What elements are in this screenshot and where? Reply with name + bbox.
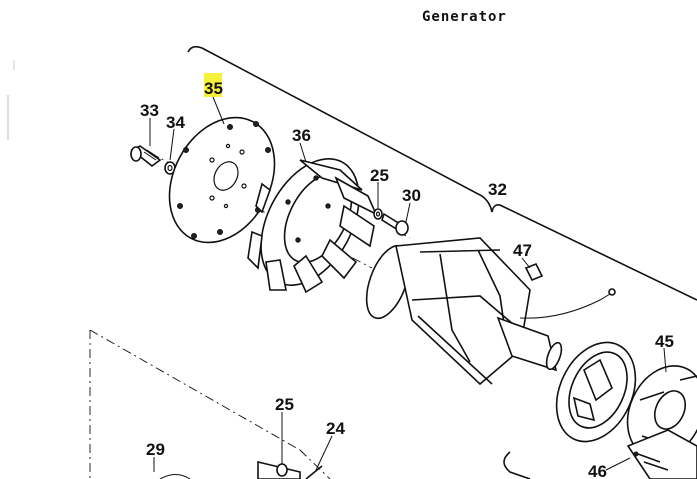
- lock-washer-25: [373, 208, 383, 220]
- fan-36: [247, 158, 378, 294]
- callout-35: 35: [204, 79, 223, 98]
- lower-bracket: [503, 451, 531, 479]
- studs-46: [633, 451, 669, 471]
- callout-highlight: [204, 73, 222, 97]
- callout-36: 36: [292, 126, 311, 145]
- lower-assembly-outline: [89, 329, 331, 479]
- callout-46: 46: [588, 462, 607, 479]
- screw-30: [381, 212, 409, 236]
- page-title: Generator: [422, 9, 507, 25]
- capscrew-33: [130, 145, 162, 168]
- callout-30: 30: [402, 186, 421, 205]
- bearing-ring: [555, 341, 637, 443]
- hub-45: [626, 365, 697, 479]
- callout-32: 32: [488, 180, 507, 199]
- callout-25-lower: 25: [275, 395, 294, 414]
- flex-plate-35: [168, 116, 276, 244]
- callout-29: 29: [146, 440, 165, 459]
- margin-marks: [7, 60, 15, 140]
- leader-lines: [149, 96, 667, 472]
- callout-47: 47: [513, 241, 532, 260]
- callout-25-upper: 25: [370, 166, 389, 185]
- callout-45: 45: [655, 332, 674, 351]
- lower-parts: [159, 460, 323, 479]
- rotor-32: [365, 237, 616, 386]
- callout-33: 33: [140, 101, 159, 120]
- callout-24: 24: [326, 419, 345, 438]
- assembly-bracket-32: [187, 45, 697, 301]
- callout-34: 34: [166, 113, 185, 132]
